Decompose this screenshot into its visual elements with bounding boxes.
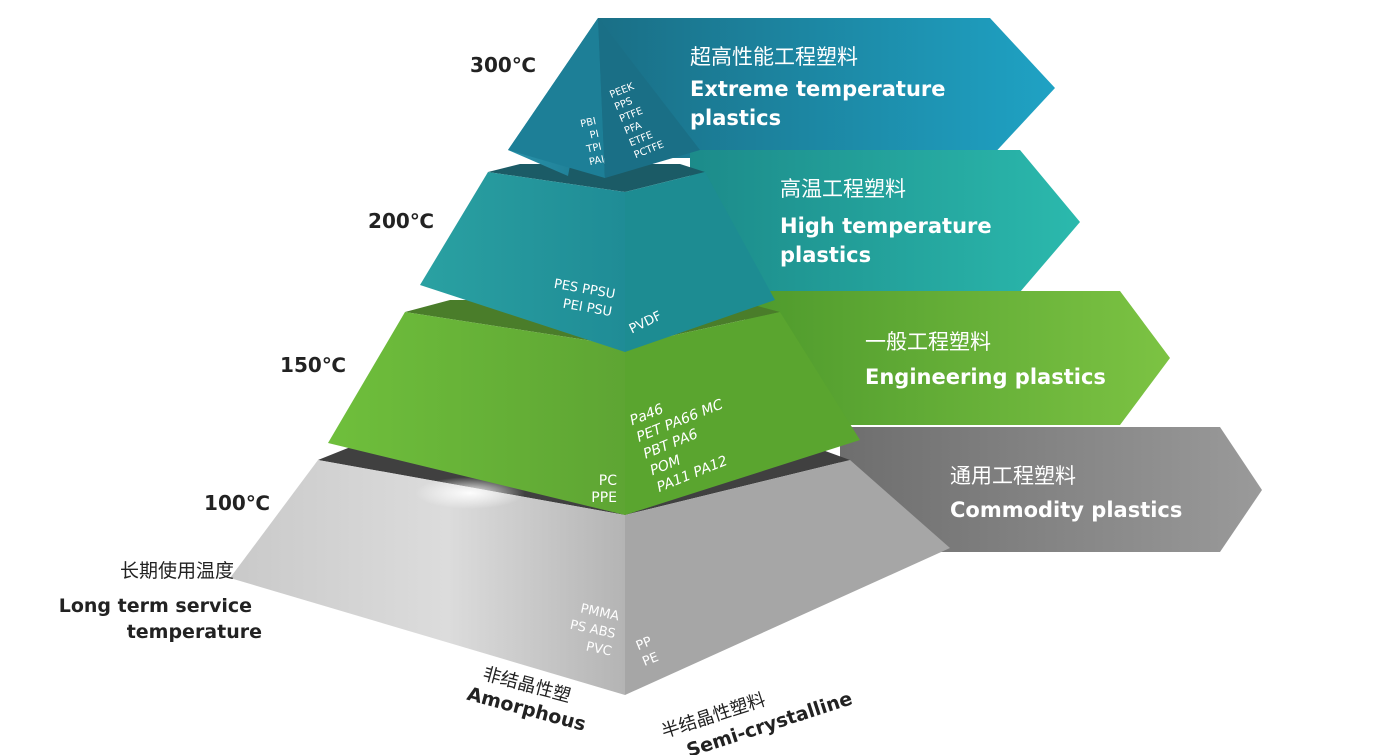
material-commodity-right-1: PP [634, 634, 654, 654]
arrow-extreme [598, 18, 1055, 158]
tier-high-right-face [625, 172, 775, 352]
material-extreme-left-4: PAI [588, 154, 605, 168]
label-engineering: 一般工程塑料 Engineering plastics [865, 330, 1106, 389]
axis-label: 长期使用温度 Long term service temperature [59, 560, 262, 643]
tier-commodity-right-face [625, 460, 950, 695]
material-commodity-right-2: PE [640, 650, 661, 670]
material-engineering-left-1: PC [599, 473, 617, 489]
label-high-en-2: plastics [780, 243, 871, 267]
axis-label-en-2: temperature [127, 621, 262, 643]
tier-engineering-right-face [625, 312, 860, 515]
label-commodity-en-1: Commodity plastics [950, 498, 1182, 522]
material-extreme-left-3: TPI [585, 142, 603, 156]
semicrystalline-label: 半结晶性塑料 Semi-crystalline [659, 688, 855, 755]
label-high-en-1: High temperature [780, 214, 992, 238]
material-engineering-left-2: PPE [591, 490, 617, 506]
label-commodity: 通用工程塑料 Commodity plastics [950, 464, 1182, 522]
shine-highlight [415, 477, 525, 509]
material-commodity-left-3: PVC [585, 640, 613, 660]
tier-high-top [488, 164, 705, 192]
tier-commodity-left-face [230, 460, 625, 695]
label-extreme: 超高性能工程塑料 Extreme temperature plastics [690, 45, 946, 130]
tier-high-left-face [420, 172, 625, 352]
label-extreme-en-1: Extreme temperature [690, 77, 946, 101]
label-extreme-cn: 超高性能工程塑料 [690, 45, 858, 69]
tier-extreme-front-face [508, 18, 605, 178]
label-engineering-cn: 一般工程塑料 [865, 330, 991, 354]
arrow-engineering [745, 291, 1170, 425]
label-high-cn: 高温工程塑料 [780, 177, 906, 201]
temp-label-200: 200℃ [368, 209, 434, 233]
temp-label-100: 100℃ [204, 491, 270, 515]
temp-label-300: 300℃ [470, 53, 536, 77]
materials-extreme-left: PBI PI TPI PAI [579, 116, 605, 168]
axis-label-en-1: Long term service [59, 595, 252, 617]
temp-label-150: 150℃ [280, 353, 346, 377]
label-commodity-cn: 通用工程塑料 [950, 464, 1076, 488]
label-extreme-en-2: plastics [690, 106, 781, 130]
arrow-high [690, 150, 1080, 292]
tier-extreme-right-face [598, 18, 700, 178]
materials-engineering-left: PC PPE [591, 473, 617, 506]
arrow-commodity [840, 427, 1262, 552]
axis-label-cn: 长期使用温度 [120, 560, 234, 582]
label-high: 高温工程塑料 High temperature plastics [780, 177, 992, 267]
label-engineering-en-1: Engineering plastics [865, 365, 1106, 389]
material-extreme-left-1: PBI [579, 116, 597, 130]
tier-engineering-left-face [328, 312, 625, 515]
materials-commodity-right: PP PE [634, 634, 661, 670]
material-extreme-left-2: PI [589, 129, 600, 142]
